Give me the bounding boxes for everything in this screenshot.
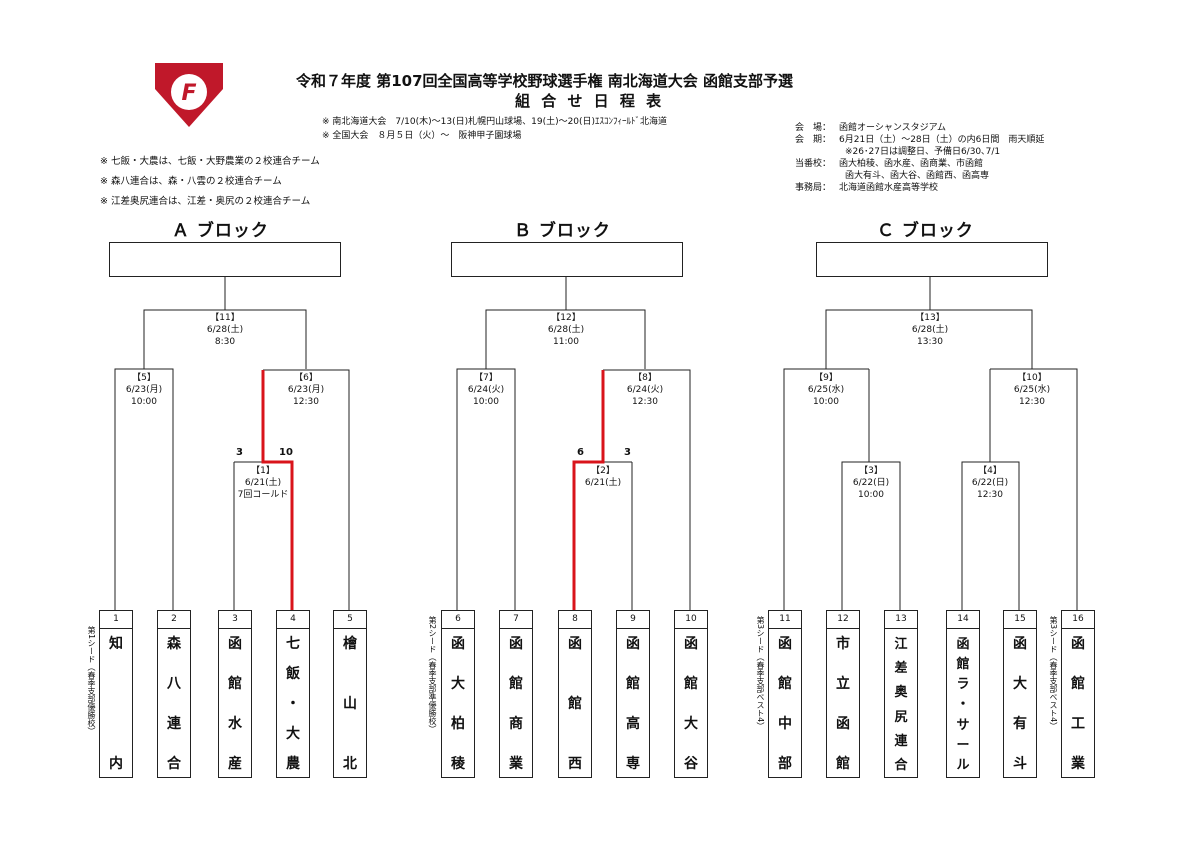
- team-7: 7 函館商業: [499, 610, 533, 778]
- venue-label: 会 場：: [795, 123, 832, 133]
- note-joint-team-3: ※ 江差奥尻連合は、江差・奥尻の２校連合チーム: [100, 196, 311, 207]
- team-11: 11 函館中部: [768, 610, 802, 778]
- team-number: 13: [885, 611, 917, 629]
- team-name: 函館大谷: [684, 636, 698, 772]
- match-11: 【11】6/28(土)8:30: [206, 313, 244, 347]
- note-joint-team-1: ※ 七飯・大農は、七飯・大野農業の２校連合チーム: [100, 156, 320, 167]
- team-15: 15 函大有斗: [1003, 610, 1037, 778]
- team-8: 8 函館西: [558, 610, 592, 778]
- team-name: 函館中部: [778, 636, 792, 772]
- seed-label-team-16: 第3シード（春季支部ベスト4）: [1049, 616, 1058, 731]
- info-panel: 会 場： 函館オーシャンスタジアム 会 期： 6月21日（土）～28日（土）の内6日…: [795, 122, 1044, 194]
- winner-path-a: [261, 370, 294, 610]
- logo-shield-icon: F: [155, 63, 223, 127]
- match-3: 【3】6/22(日)10:00: [852, 466, 890, 500]
- host-schools-1: 函大柏稜、函水産、函商業、市函館: [839, 159, 984, 169]
- match-1: 【1】6/21(土)7回コールド: [237, 466, 289, 500]
- match-10: 【10】6/25(水)12:30: [1013, 373, 1051, 407]
- team-name: 函大有斗: [1013, 636, 1027, 772]
- team-number: 7: [500, 611, 532, 629]
- team-name: 七飯・大農: [286, 636, 300, 772]
- team-6: 6 函大柏稜: [441, 610, 475, 778]
- seed-label-team-6: 第2シード（春季支部準優勝校）: [428, 616, 437, 734]
- team-name: 函館水産: [228, 636, 242, 772]
- team-10: 10 函館大谷: [674, 610, 708, 778]
- team-name: 函館ラ・サール: [956, 637, 970, 773]
- match-12: 【12】6/28(土)11:00: [547, 313, 585, 347]
- period-label: 会 期：: [795, 135, 832, 145]
- team-number: 16: [1062, 611, 1094, 629]
- team-name: 知内: [109, 636, 123, 772]
- team-2: 2 森八連合: [157, 610, 191, 778]
- team-number: 2: [158, 611, 190, 629]
- team-5: 5 檜山北: [333, 610, 367, 778]
- page-title: 令和７年度 第107回全国高等学校野球選手権 南北海道大会 函館支部予選: [296, 72, 793, 90]
- winner-path-b: [572, 370, 605, 610]
- block-title-a: Ａ ブロック: [172, 221, 269, 241]
- note-joint-team-2: ※ 森八連合は、森・八雲の２校連合チーム: [100, 176, 282, 187]
- team-number: 10: [675, 611, 707, 629]
- score-m1-left: 3: [236, 447, 243, 458]
- team-16: 16 函館工業: [1061, 610, 1095, 778]
- block-title-b: Ｂ ブロック: [514, 221, 611, 241]
- team-name: 函館高専: [626, 636, 640, 772]
- match-5: 【5】6/23(月)10:00: [125, 373, 163, 407]
- team-name: 市立函館: [836, 636, 850, 772]
- team-number: 8: [559, 611, 591, 629]
- team-name: 函館工業: [1071, 636, 1085, 772]
- team-3: 3 函館水産: [218, 610, 252, 778]
- team-number: 9: [617, 611, 649, 629]
- team-number: 1: [100, 611, 132, 629]
- team-number: 3: [219, 611, 251, 629]
- page-subtitle: 組 合 せ 日 程 表: [515, 92, 665, 110]
- match-6: 【6】6/23(月)12:30: [287, 373, 325, 407]
- block-b-winner-box: [451, 242, 683, 277]
- match-2: 【2】6/21(土): [584, 466, 622, 488]
- team-name: 檜山北: [343, 636, 357, 772]
- team-number: 11: [769, 611, 801, 629]
- match-4: 【4】6/22(日)12:30: [971, 466, 1009, 500]
- team-name: 函大柏稜: [451, 636, 465, 772]
- logo: F: [155, 63, 223, 127]
- venue: 函館オーシャンスタジアム: [839, 123, 947, 133]
- note-national-tournament: ※ 全国大会 ８月５日（火）～ 阪神甲子園球場: [322, 131, 522, 141]
- score-m1-right: 10: [279, 447, 293, 458]
- block-title-c: Ｃ ブロック: [877, 221, 974, 241]
- team-13: 13 江差奥尻連合: [884, 610, 918, 778]
- team-number: 6: [442, 611, 474, 629]
- team-number: 4: [277, 611, 309, 629]
- host-label: 当番校：: [795, 159, 832, 169]
- team-1: 1 知内: [99, 610, 133, 778]
- team-9: 9 函館高専: [616, 610, 650, 778]
- score-m2-right: 3: [624, 447, 631, 458]
- period-note: ※26･27日は調整日、予備日6/30､7/1: [845, 147, 1001, 157]
- seed-label-team-1: 第1シード（春季支部優勝校）: [87, 626, 96, 736]
- block-c-winner-box: [816, 242, 1048, 277]
- team-number: 5: [334, 611, 366, 629]
- match-9: 【9】6/25(水)10:00: [807, 373, 845, 407]
- team-name: 函館商業: [509, 636, 523, 772]
- team-12: 12 市立函館: [826, 610, 860, 778]
- note-south-tournament: ※ 南北海道大会 7/10(木)～13(日)札幌円山球場、19(土)～20(日)…: [322, 117, 668, 127]
- team-14: 14 函館ラ・サール: [946, 610, 980, 778]
- office-label: 事務局：: [795, 183, 832, 193]
- match-13: 【13】6/28(土)13:30: [911, 313, 949, 347]
- team-number: 15: [1004, 611, 1036, 629]
- office: 北海道函館水産高等学校: [839, 183, 939, 193]
- team-4: 4 七飯・大農: [276, 610, 310, 778]
- team-name: 森八連合: [167, 636, 181, 772]
- score-m2-left: 6: [577, 447, 584, 458]
- period: 6月21日（土）～28日（土）の内6日間 雨天順延: [839, 135, 1045, 145]
- host-schools-2: 函大有斗、函大谷、函館西、函高専: [845, 171, 990, 181]
- team-name: 江差奥尻連合: [894, 637, 908, 773]
- seed-label-team-11: 第3シード（春季支部ベスト4）: [756, 616, 765, 731]
- match-8: 【8】6/24(火)12:30: [626, 373, 664, 407]
- team-number: 14: [947, 611, 979, 629]
- logo-letter: F: [181, 81, 196, 106]
- team-name: 函館西: [568, 636, 582, 772]
- match-7: 【7】6/24(火)10:00: [467, 373, 505, 407]
- team-number: 12: [827, 611, 859, 629]
